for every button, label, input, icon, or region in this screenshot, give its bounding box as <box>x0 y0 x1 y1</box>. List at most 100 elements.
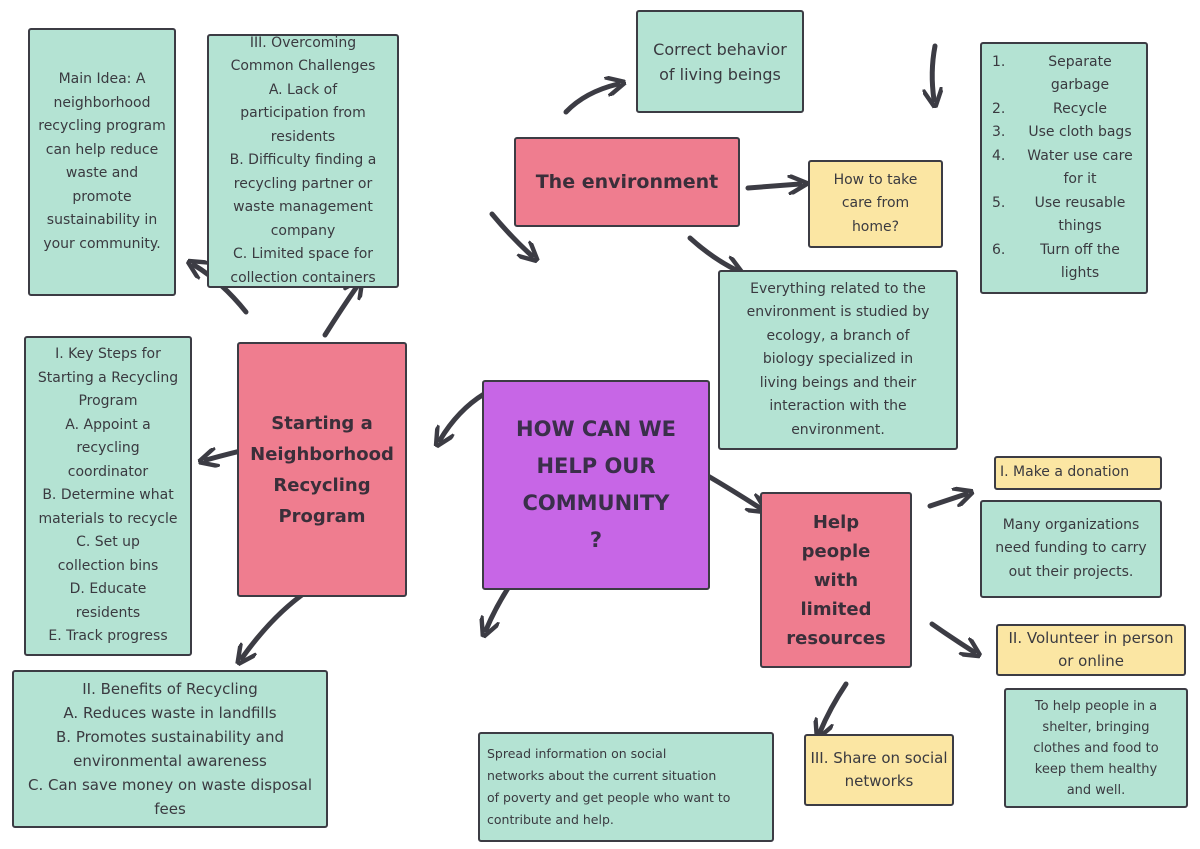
arrow-to-donation <box>927 494 966 509</box>
tip-text: things <box>1058 218 1102 234</box>
text-line: C. Can save money on waste disposal <box>28 776 312 794</box>
text-line: promote <box>72 188 132 205</box>
arrow-down-tips <box>932 43 935 100</box>
text-line: home? <box>851 218 900 235</box>
central-question-node: HOW CAN WE HELP OUR COMMUNITY ? <box>482 380 710 590</box>
central-line: HELP OUR <box>536 454 656 478</box>
text-line: collection bins <box>57 557 159 574</box>
text-line: E. Track progress <box>48 628 168 645</box>
text-line: III. Overcoming <box>249 34 357 51</box>
tip-number: 2. <box>992 100 1006 117</box>
text-line: collection containers <box>230 269 376 286</box>
tip-item: 2. Recycle <box>986 98 1142 122</box>
text-line: B. Determine what <box>42 487 174 504</box>
title-line: resources <box>786 627 886 649</box>
central-line: HOW CAN WE <box>516 417 676 441</box>
title-line: Program <box>278 505 366 527</box>
tip-item: 6.Turn off the <box>986 239 1142 263</box>
text-line: clothes and food to <box>1033 740 1159 756</box>
text-line: sustainability in <box>46 212 158 228</box>
text-line: interaction with the <box>769 398 907 415</box>
text-line: A. Appoint a <box>65 416 151 433</box>
arrow-to-share <box>820 681 849 732</box>
text-line: recycling <box>76 440 140 457</box>
text-line: C. Limited space for <box>232 246 374 263</box>
title-line: Help <box>812 511 860 533</box>
text-line: networks <box>844 772 914 790</box>
tip-number: 5. <box>992 194 1006 211</box>
text-line: A. Lack of <box>268 81 338 98</box>
recycling-program-node: Starting a Neighborhood Recycling Progra… <box>237 342 407 597</box>
text-line: company <box>270 222 336 239</box>
main-idea-box: Main Idea: A neighborhood recycling prog… <box>28 28 176 296</box>
tip-item-cont: garbage <box>986 74 1142 98</box>
tip-item-cont: lights <box>986 262 1142 286</box>
text-line: Starting a Recycling <box>37 369 179 386</box>
text-line: Common Challenges <box>230 58 376 75</box>
text-line: Program <box>78 393 138 410</box>
text-line: ecology, a branch of <box>766 327 910 344</box>
arrow-center-to-recycling <box>440 391 487 440</box>
tip-text: Separate <box>1048 53 1112 70</box>
text-line: waste and <box>65 165 139 181</box>
text-line: How to take <box>833 171 918 188</box>
text-line: of living beings <box>659 64 781 84</box>
arrow-to-challenges <box>322 285 358 338</box>
environment-node: The environment <box>514 137 740 227</box>
correct-behavior-box: Correct behavior of living beings <box>636 10 804 113</box>
text-line: environmental awareness <box>73 752 267 770</box>
text-line: biology specialized in <box>762 351 914 368</box>
tip-item-cont: for it <box>986 168 1142 192</box>
tip-item: 3.Use cloth bags <box>986 121 1142 145</box>
text-line: out their projects. <box>1008 563 1134 580</box>
tip-item-cont: things <box>986 215 1142 239</box>
tip-text: Recycle <box>1053 100 1107 117</box>
text-line: and well. <box>1066 782 1126 798</box>
text-line: environment is studied by <box>746 304 930 321</box>
text-line: To help people in a <box>1034 698 1158 714</box>
text-line: or online <box>1058 652 1124 670</box>
text-line: keep them healthy <box>1034 761 1158 777</box>
text-line: your community. <box>43 235 161 252</box>
text-line: residents <box>270 128 336 145</box>
tip-text: Turn off the <box>1040 241 1120 258</box>
tip-text: Use cloth bags <box>1028 124 1132 140</box>
text-line: waste management <box>233 199 373 216</box>
text-line: I. Key Steps for <box>55 346 161 363</box>
environment-tips-list: 1. Separate garbage 2. Recycle 3.Use cloth… <box>980 42 1148 294</box>
donation-box: I. Make a donation <box>994 456 1162 490</box>
arrow-env-to-home <box>745 184 800 188</box>
text-line: recycling partner or <box>233 175 373 192</box>
text-line: recycling program <box>38 118 166 134</box>
key-steps-box: I. Key Steps for Starting a Recycling Pr… <box>24 336 192 656</box>
text-line: fees <box>154 800 186 818</box>
volunteer-box: II. Volunteer in person or online <box>996 624 1186 676</box>
arrow-to-volunteer <box>929 621 974 652</box>
text-line: Main Idea: A <box>58 71 146 87</box>
arrow-env-to-ecology <box>687 235 736 270</box>
tip-text: lights <box>1060 265 1100 281</box>
text-line: neighborhood <box>53 94 151 111</box>
arrow-to-correct-behavior <box>563 84 618 115</box>
title-line: with <box>813 569 859 591</box>
text-line: I. Make a donation <box>1000 464 1130 481</box>
text-line: Many organizations <box>1002 516 1140 533</box>
help-people-node: Help people with limited resources <box>760 492 912 668</box>
text-line: Spread information on social <box>487 746 667 761</box>
title-line: people <box>801 540 871 562</box>
benefits-box: II. Benefits of Recycling A. Reduces was… <box>12 670 328 828</box>
text-line: of poverty and get people who want to <box>487 790 731 805</box>
home-care-box: How to take care from home? <box>808 160 943 248</box>
text-line: shelter, bringing <box>1042 719 1150 735</box>
arrow-env-down-left <box>489 211 532 256</box>
text-line: participation from <box>240 105 366 122</box>
text-line: care from <box>841 195 910 212</box>
text-line: A. Reduces waste in landfills <box>63 704 277 722</box>
title-line: Starting a <box>271 412 373 434</box>
text-line: Everything related to the <box>750 280 926 297</box>
text-line: materials to recycle <box>38 510 178 527</box>
text-line: living beings and their <box>759 374 917 391</box>
funding-box: Many organizations need funding to carry… <box>980 500 1162 598</box>
text-line: networks about the current situation <box>487 768 717 783</box>
tip-number: 1. <box>992 53 1006 70</box>
